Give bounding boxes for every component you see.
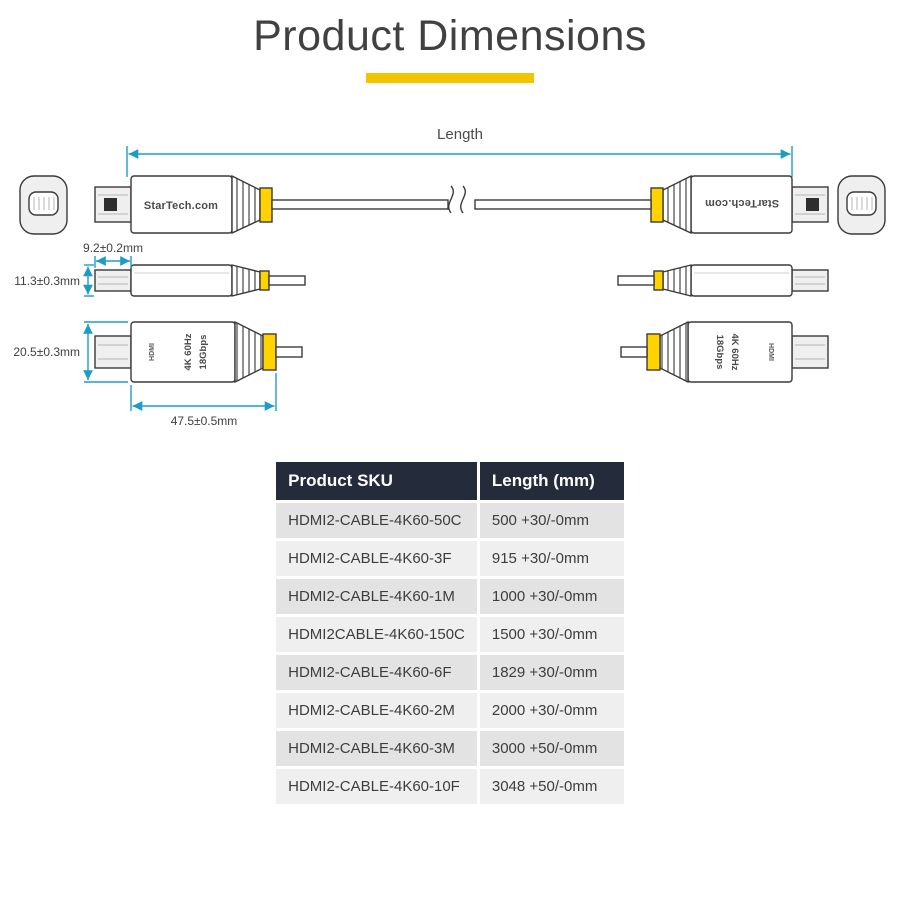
dimension-diagram: Length StarTech.com StarTech.com xyxy=(13,126,886,428)
dim-tip-length xyxy=(94,256,132,268)
hdmi-front-view-left xyxy=(19,175,68,235)
length-cell: 915 +30/-0mm xyxy=(479,541,624,576)
hdmi-logo-text-left: HDMI xyxy=(149,343,156,361)
table-row: HDMI2CABLE-4K60-150C 1500 +30/-0mm xyxy=(276,617,624,652)
dim-side-height xyxy=(83,264,94,297)
length-cell: 3048 +50/-0mm xyxy=(479,769,624,804)
table-row: HDMI2-CABLE-4K60-3M 3000 +50/-0mm xyxy=(276,731,624,766)
cable-break-squiggle xyxy=(460,185,466,214)
table-header-row: Product SKU Length (mm) xyxy=(276,462,624,500)
cable-break-squiggle xyxy=(448,185,454,214)
sku-table-section: Product SKU Length (mm) HDMI2-CABLE-4K60… xyxy=(0,459,900,807)
length-cell: 500 +30/-0mm xyxy=(479,503,624,538)
sku-cell: HDMI2-CABLE-4K60-2M xyxy=(276,693,477,728)
hdmi-logo-text-right: HDMI xyxy=(767,343,774,361)
dim-body-height xyxy=(83,321,128,383)
connector-top-view-left xyxy=(94,174,449,235)
marking-4k-right: 4K 60Hz xyxy=(729,334,740,371)
length-cell: 1829 +30/-0mm xyxy=(479,655,624,690)
sku-cell: HDMI2-CABLE-4K60-6F xyxy=(276,655,477,690)
sku-cell: HDMI2-CABLE-4K60-3F xyxy=(276,541,477,576)
table-row: HDMI2-CABLE-4K60-10F 3048 +50/-0mm xyxy=(276,769,624,804)
sku-cell: HDMI2CABLE-4K60-150C xyxy=(276,617,477,652)
table-row: HDMI2-CABLE-4K60-3F 915 +30/-0mm xyxy=(276,541,624,576)
dim-tip-length-label: 9.2±0.2mm xyxy=(83,241,143,255)
length-label: Length xyxy=(437,126,483,143)
table-header-length: Length (mm) xyxy=(479,462,624,500)
dim-body-length-label: 47.5±0.5mm xyxy=(171,414,238,428)
connector-side-view-left xyxy=(94,264,306,297)
table-row: HDMI2-CABLE-4K60-2M 2000 +30/-0mm xyxy=(276,693,624,728)
brand-text-right: StarTech.com xyxy=(705,197,779,209)
dim-side-height-label: 11.3±0.3mm xyxy=(14,274,80,288)
table-row: HDMI2-CABLE-4K60-6F 1829 +30/-0mm xyxy=(276,655,624,690)
page-title: Product Dimensions xyxy=(253,12,647,60)
length-cell: 1000 +30/-0mm xyxy=(479,579,624,614)
marking-4k-left: 4K 60Hz xyxy=(183,333,194,370)
marking-18g-right: 18Gbps xyxy=(714,335,725,370)
title-underline xyxy=(366,73,534,83)
table-row: HDMI2-CABLE-4K60-50C 500 +30/-0mm xyxy=(276,503,624,538)
table-row: HDMI2-CABLE-4K60-1M 1000 +30/-0mm xyxy=(276,579,624,614)
table-header-sku: Product SKU xyxy=(276,462,477,500)
sku-cell: HDMI2-CABLE-4K60-3M xyxy=(276,731,477,766)
marking-18g-left: 18Gbps xyxy=(198,335,209,370)
length-cell: 3000 +50/-0mm xyxy=(479,731,624,766)
length-cell: 2000 +30/-0mm xyxy=(479,693,624,728)
connector-large-view-left xyxy=(94,320,303,384)
dim-body-length xyxy=(130,373,277,411)
dim-body-height-label: 20.5±0.3mm xyxy=(13,345,80,359)
sku-cell: HDMI2-CABLE-4K60-1M xyxy=(276,579,477,614)
hdmi-front-view-right xyxy=(837,175,886,235)
sku-table: Product SKU Length (mm) HDMI2-CABLE-4K60… xyxy=(273,459,627,807)
sku-cell: HDMI2-CABLE-4K60-50C xyxy=(276,503,477,538)
length-cell: 1500 +30/-0mm xyxy=(479,617,624,652)
sku-cell: HDMI2-CABLE-4K60-10F xyxy=(276,769,477,804)
connector-side-view-right xyxy=(617,264,829,297)
brand-text-left: StarTech.com xyxy=(144,200,218,212)
length-dimension xyxy=(126,146,793,177)
page-header: Product Dimensions xyxy=(0,0,900,83)
